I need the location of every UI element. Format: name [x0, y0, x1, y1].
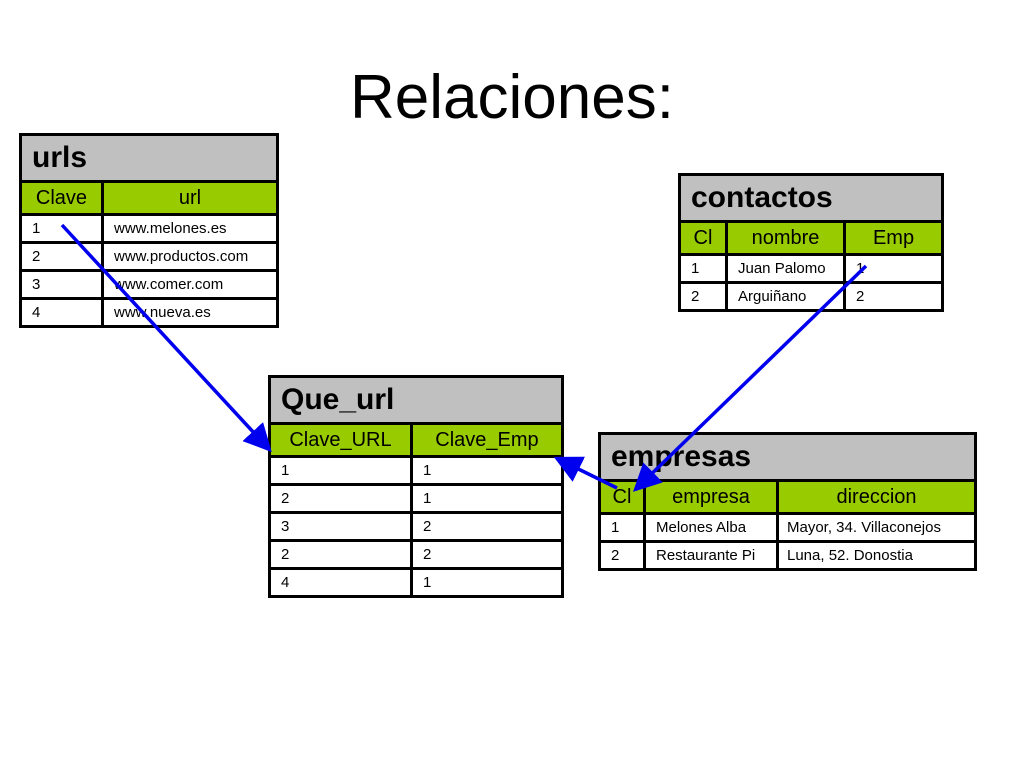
table-cell: 1 [19, 213, 104, 244]
column-header-direccion: direccion [775, 479, 978, 515]
table-name-urls: urls [19, 133, 279, 183]
column-header-empresa: empresa [643, 479, 779, 515]
table-name-que-url: Que_url [268, 375, 564, 425]
table-row: 3 2 [268, 511, 564, 542]
table-cell: 2 [268, 483, 413, 514]
column-header-clave-emp: Clave_Emp [410, 422, 564, 458]
table-contactos: contactos Cl nombre Emp 1 Juan Palomo 1 … [677, 173, 945, 312]
table-cell: www.nueva.es [101, 297, 279, 328]
table-cell: 4 [19, 297, 104, 328]
column-header-nombre: nombre [725, 220, 846, 256]
table-row: 3 www.comer.com [19, 269, 279, 300]
table-cell: 1 [842, 253, 945, 284]
table-row: 2 1 [268, 483, 564, 514]
column-header-emp: Emp [842, 220, 945, 256]
table-cell: Luna, 52. Donostia [775, 540, 978, 571]
table-row: 2 2 [268, 539, 564, 570]
table-urls: urls Clave url 1 www.melones.es 2 www.pr… [19, 133, 279, 328]
table-cell: www.productos.com [101, 241, 279, 272]
table-row: 1 Melones Alba Mayor, 34. Villaconejos [598, 512, 978, 543]
table-cell: 2 [842, 281, 945, 312]
table-cell: 2 [268, 539, 413, 570]
slide-title: Relaciones: [350, 63, 674, 132]
column-header-url: url [101, 180, 279, 216]
table-cell: Restaurante Pi [643, 540, 779, 571]
table-row: 2 www.productos.com [19, 241, 279, 272]
table-cell: 1 [410, 567, 564, 598]
table-row: 1 www.melones.es [19, 213, 279, 244]
column-header-clave: Clave [19, 180, 104, 216]
table-cell: 1 [410, 455, 564, 486]
column-header-clave-url: Clave_URL [268, 422, 413, 458]
table-cell: 1 [598, 512, 646, 543]
table-row: 2 Arguiñano 2 [678, 281, 945, 312]
table-empresas: empresas Cl empresa direccion 1 Melones … [597, 432, 978, 571]
table-cell: 1 [268, 455, 413, 486]
table-cell: 2 [410, 511, 564, 542]
table-name-contactos: contactos [677, 173, 945, 223]
table-cell: 3 [268, 511, 413, 542]
table-name-empresas: empresas [597, 432, 978, 482]
table-cell: Juan Palomo [725, 253, 846, 284]
table-cell: 2 [598, 540, 646, 571]
column-header-cl: Cl [678, 220, 728, 256]
table-cell: www.melones.es [101, 213, 279, 244]
table-row: 1 Juan Palomo 1 [678, 253, 945, 284]
table-cell: 3 [19, 269, 104, 300]
table-cell: www.comer.com [101, 269, 279, 300]
table-row: 1 1 [268, 455, 564, 486]
table-cell: 1 [678, 253, 728, 284]
table-row: 4 www.nueva.es [19, 297, 279, 328]
table-cell: 4 [268, 567, 413, 598]
table-cell: Melones Alba [643, 512, 779, 543]
table-cell: 1 [410, 483, 564, 514]
table-cell: 2 [19, 241, 104, 272]
table-cell: 2 [410, 539, 564, 570]
column-header-cl: Cl [598, 479, 646, 515]
table-que-url: Que_url Clave_URL Clave_Emp 1 1 2 1 3 2 … [268, 375, 564, 598]
table-row: 2 Restaurante Pi Luna, 52. Donostia [598, 540, 978, 571]
table-row: 4 1 [268, 567, 564, 598]
table-cell: 2 [678, 281, 728, 312]
table-cell: Mayor, 34. Villaconejos [775, 512, 978, 543]
table-cell: Arguiñano [725, 281, 846, 312]
